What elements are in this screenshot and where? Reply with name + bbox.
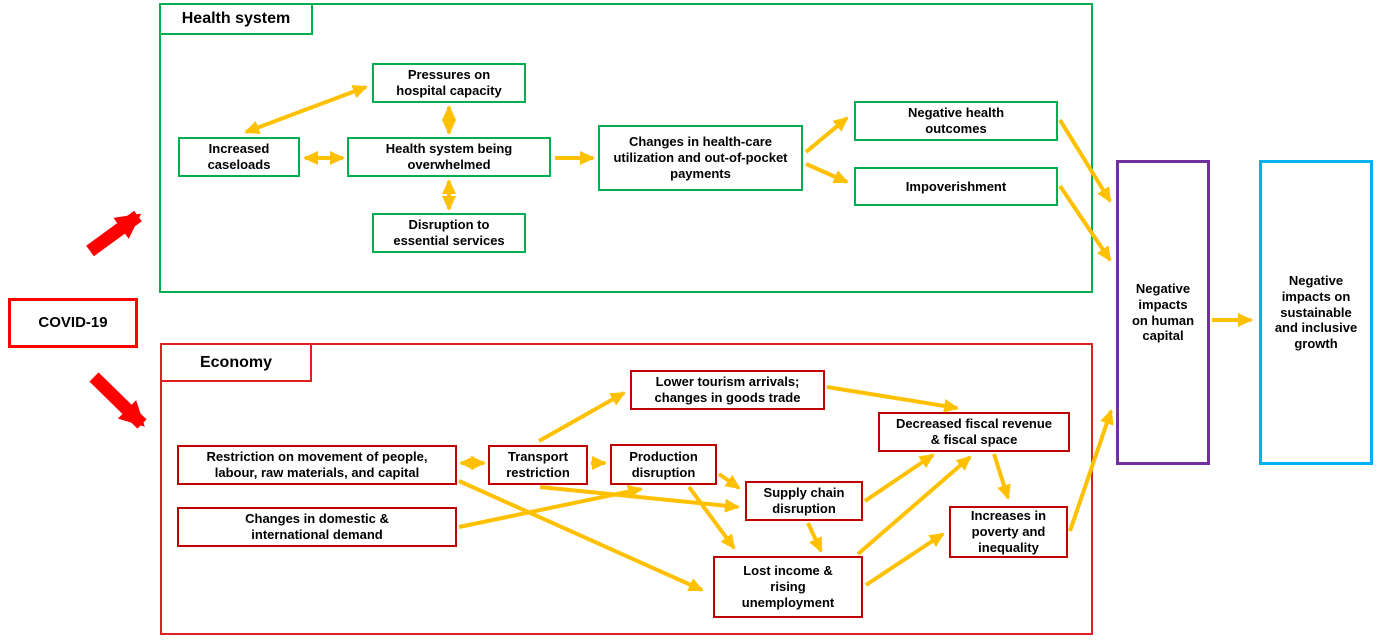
node-lower-tourism-arrivals: Lower tourism arrivals; changes in goods…	[630, 370, 825, 410]
restriction-on-movement-label: Restriction on movement of people, labou…	[206, 449, 428, 480]
impoverishment-label: Impoverishment	[905, 178, 1007, 194]
edge-poverty-human-capital	[1068, 409, 1114, 532]
node-negative-impacts-inclusive-growth: Negative impacts on sustainable and incl…	[1259, 160, 1373, 465]
pressures-on-hospital-capacity-label: Pressures on hospital capacity	[396, 67, 502, 98]
health-system-title-label: Health system	[181, 10, 291, 27]
decreased-fiscal-revenue-label: Decreased fiscal revenue & fiscal space	[895, 416, 1053, 447]
node-lost-income: Lost income & rising unemployment	[713, 556, 863, 618]
supply-chain-disruption-label: Supply chain disruption	[763, 485, 845, 516]
edge-transport-tourism	[538, 391, 626, 443]
node-increases-in-poverty: Increases in poverty and inequality	[949, 506, 1068, 558]
economy-title: Economy	[160, 343, 312, 382]
edge-supply-chain-fiscal	[863, 453, 935, 503]
healthcare-utilization-label: Changes in health-care utilization and o…	[613, 134, 788, 181]
increases-in-poverty-label: Increases in poverty and inequality	[970, 508, 1047, 555]
negative-impacts-inclusive-growth-label: Negative impacts on sustainable and incl…	[1274, 272, 1358, 352]
node-changes-in-demand: Changes in domestic & international dema…	[177, 507, 457, 547]
disruption-to-essential-services-label: Disruption to essential services	[393, 217, 505, 248]
production-disruption-label: Production disruption	[629, 448, 698, 480]
lost-income-label: Lost income & rising unemployment	[741, 563, 835, 610]
edge-fiscal-poverty	[992, 453, 1011, 500]
edge-caseloads-pressures	[244, 85, 368, 134]
edge-impoverishment-human-capital	[1058, 184, 1112, 262]
node-negative-impacts-human-capital: Negative impacts on human capital	[1116, 160, 1210, 465]
health-system-container	[159, 3, 1093, 293]
covid-to-economy-arrow	[89, 372, 147, 429]
increased-caseloads-label: Increased caseloads	[207, 141, 271, 172]
edge-outcomes-human-capital	[1058, 118, 1112, 203]
edge-restriction-lost-income	[458, 479, 704, 592]
negative-impacts-human-capital-label: Negative impacts on human capital	[1131, 280, 1195, 344]
edge-production-lost-income	[687, 485, 736, 550]
covid-to-health-arrow	[86, 210, 142, 257]
node-impoverishment: Impoverishment	[854, 167, 1058, 206]
node-disruption-to-essential-services: Disruption to essential services	[372, 213, 526, 253]
node-increased-caseloads: Increased caseloads	[178, 137, 300, 177]
node-supply-chain-disruption: Supply chain disruption	[745, 481, 863, 521]
node-negative-health-outcomes: Negative health outcomes	[854, 101, 1058, 141]
edge-tourism-fiscal	[826, 385, 959, 413]
node-pressures-on-hospital-capacity: Pressures on hospital capacity	[372, 63, 526, 103]
node-restriction-on-movement: Restriction on movement of people, labou…	[177, 445, 457, 485]
health-system-being-overwhelmed-label: Health system being overwhelmed	[385, 141, 513, 172]
changes-in-demand-label: Changes in domestic & international dema…	[245, 511, 389, 542]
covid-19-label: COVID-19	[38, 313, 108, 331]
edge-supply-chain-lost-income	[806, 522, 823, 553]
economy-title-label: Economy	[199, 353, 272, 371]
node-covid-19: COVID-19	[8, 298, 138, 348]
edge-utilization-outcomes	[804, 116, 849, 154]
node-transport-restriction: Transport restriction	[488, 445, 588, 485]
edge-utilization-impoverishment	[805, 162, 849, 184]
edge-production-supply-chain	[717, 472, 741, 490]
edge-lost-income-fiscal	[856, 455, 972, 556]
transport-restriction-label: Transport restriction	[506, 449, 570, 480]
economy-container	[160, 343, 1093, 635]
node-decreased-fiscal-revenue: Decreased fiscal revenue & fiscal space	[878, 412, 1070, 452]
health-system-title: Health system	[159, 3, 313, 35]
negative-health-outcomes-label: Negative health outcomes	[907, 105, 1005, 136]
edge-demand-production	[458, 484, 643, 529]
node-production-disruption: Production disruption	[610, 444, 717, 485]
node-health-system-being-overwhelmed: Health system being overwhelmed	[347, 137, 551, 177]
lower-tourism-arrivals-label: Lower tourism arrivals; changes in goods…	[654, 374, 801, 405]
node-healthcare-utilization: Changes in health-care utilization and o…	[598, 125, 803, 191]
edge-lost-income-poverty	[864, 532, 945, 587]
